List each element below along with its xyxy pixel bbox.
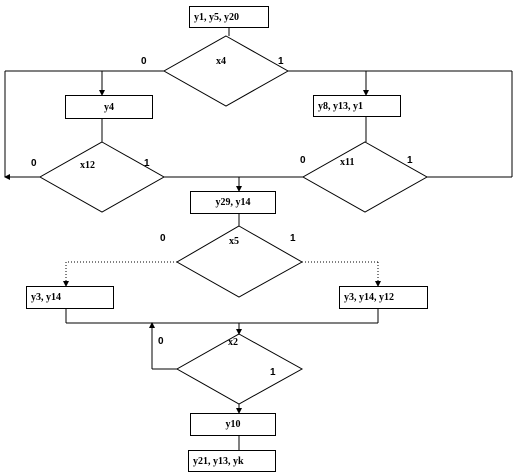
block-y29-y14: y29, y14 [190, 191, 276, 214]
x12-false-label: 0 [31, 158, 37, 169]
x4-false-label: 0 [141, 56, 147, 67]
block-y3-y14-y12: y3, y14, y12 [339, 286, 428, 309]
x5-false-label: 0 [160, 233, 166, 244]
x12-true-label: 1 [144, 158, 150, 169]
condition-x5: x5 [229, 236, 239, 247]
condition-x11: x11 [340, 157, 355, 168]
condition-x4: x4 [216, 56, 226, 67]
condition-x12: x12 [80, 160, 95, 171]
x2-true-label: 1 [270, 367, 276, 378]
block-y21-y13-yk: y21, y13, yk [188, 450, 276, 472]
block-y3-y14: y3, y14 [26, 286, 114, 309]
block-y1-y5-y20: y1, y5, y20 [189, 6, 269, 28]
x11-true-label: 1 [407, 155, 413, 166]
condition-x2: x2 [228, 337, 238, 348]
x4-true-label: 1 [278, 56, 284, 67]
block-y8-y13-y1: y8, y13, y1 [313, 95, 401, 117]
x5-diamond [175, 225, 304, 298]
x2-diamond [175, 333, 304, 405]
x5-true-label: 1 [290, 233, 296, 244]
x11-diamond [301, 141, 429, 213]
x2-false-label: 0 [158, 336, 164, 347]
x12-diamond [38, 141, 166, 213]
block-y10: y10 [190, 413, 276, 436]
x4-diamond [162, 35, 290, 107]
block-y4: y4 [65, 95, 153, 119]
x11-false-label: 0 [300, 155, 306, 166]
